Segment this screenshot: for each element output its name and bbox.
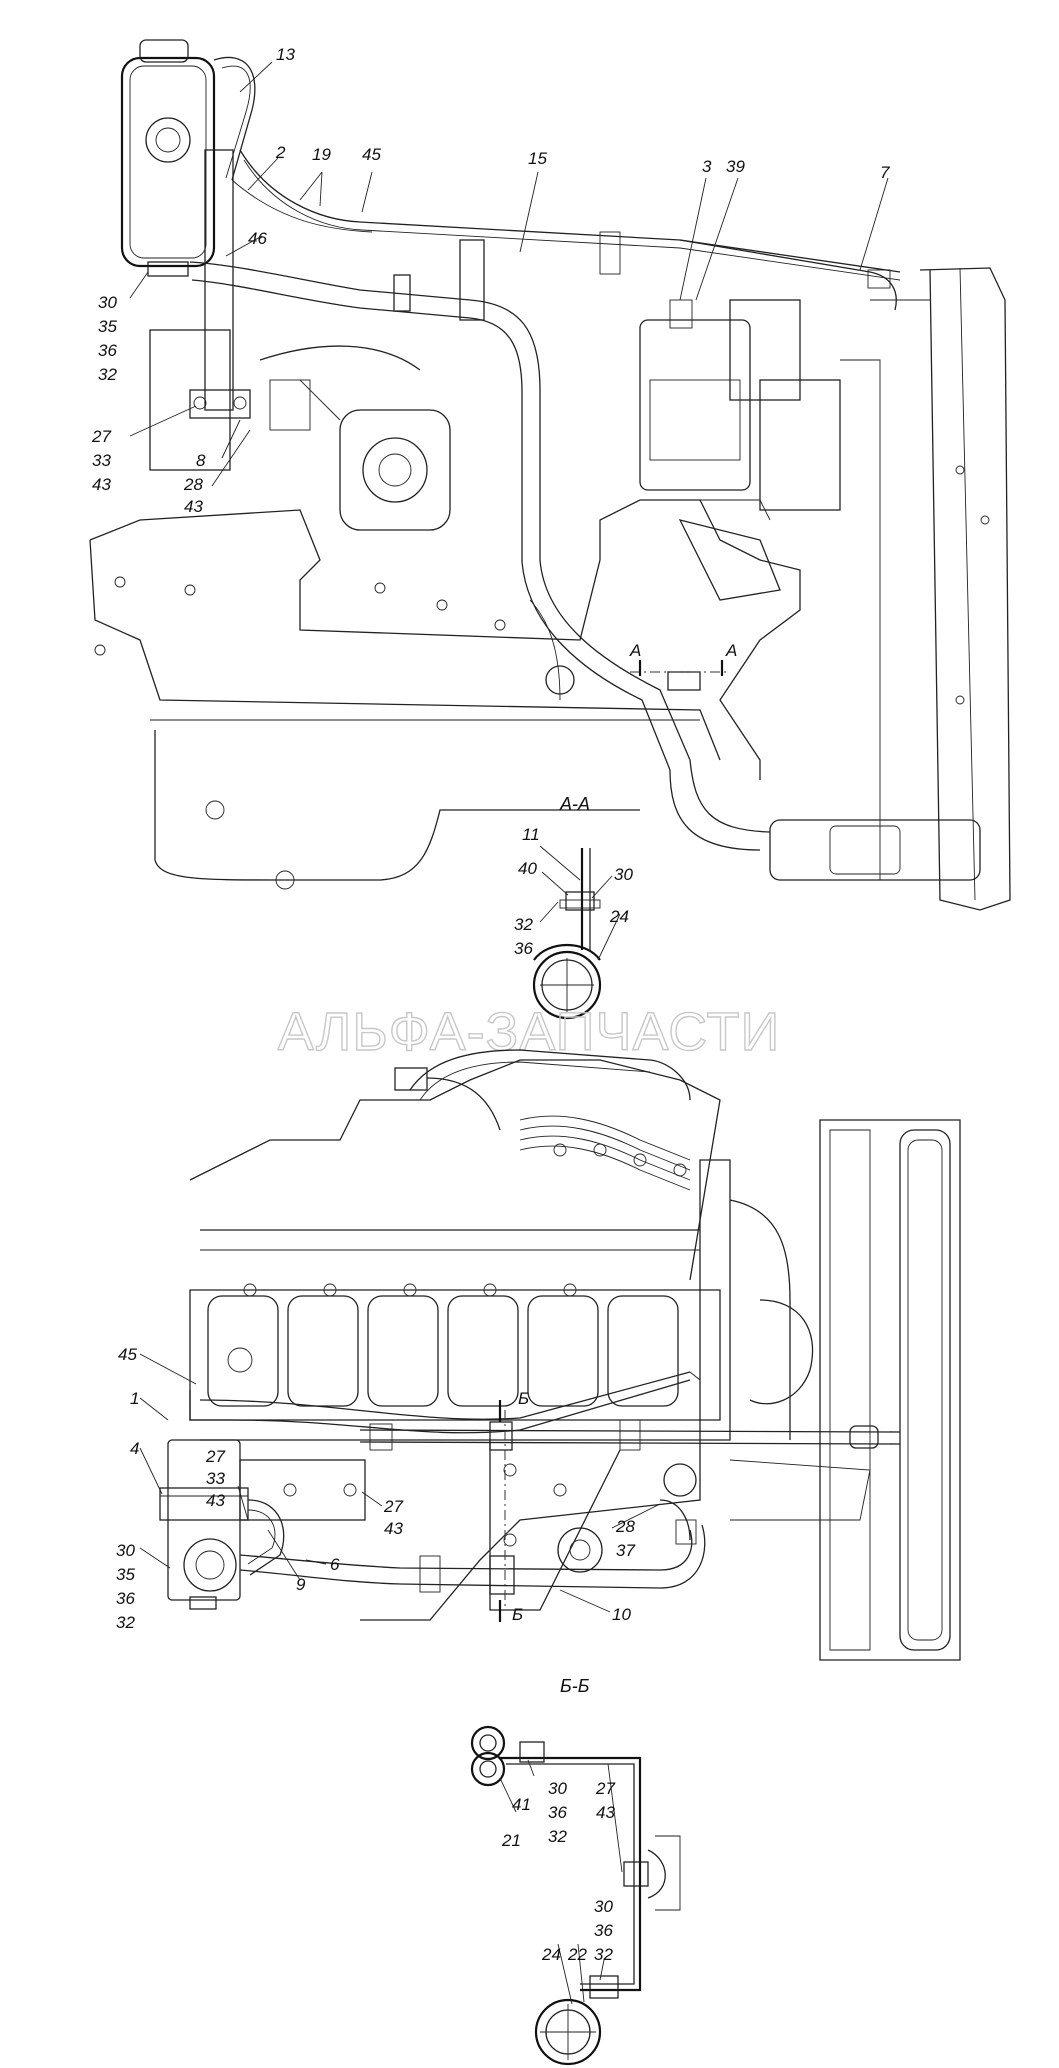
callout-35-top: 35: [98, 317, 117, 336]
cut-mark-b-top: Б: [518, 1389, 529, 1408]
cylinder-head: [189, 1049, 721, 1281]
callout-9: 9: [296, 1575, 306, 1594]
callout-27-side-b: 27: [383, 1497, 403, 1516]
top-view-leaders: [129, 61, 889, 487]
section-bb: [470, 1725, 681, 2066]
callout-33-top: 33: [92, 451, 111, 470]
callout-40: 40: [518, 859, 537, 878]
callout-32-aa: 32: [514, 915, 533, 934]
callout-43-top-b: 43: [184, 497, 203, 516]
callout-36-side: 36: [116, 1589, 135, 1608]
front-components: [639, 299, 841, 601]
callout-19: 19: [312, 145, 331, 164]
callout-28-side: 28: [615, 1517, 635, 1536]
callout-22-bb: 22: [567, 1945, 587, 1964]
watermark: АЛЬФА-ЗАПЧАСТИ: [278, 1002, 781, 1062]
callout-30-side: 30: [116, 1541, 135, 1560]
section-aa-title: А-А: [559, 794, 590, 814]
expansion-tank-side: [159, 1439, 285, 1610]
section-bb-title: Б-Б: [560, 1676, 590, 1696]
callout-30-bb-a: 30: [548, 1779, 567, 1798]
callout-37-side: 37: [616, 1541, 635, 1560]
callout-30-top: 30: [98, 293, 117, 312]
callout-45-side: 45: [118, 1345, 137, 1364]
callout-36-bb-b: 36: [594, 1921, 613, 1940]
callout-4: 4: [130, 1439, 139, 1458]
callout-1: 1: [130, 1389, 139, 1408]
callout-3: 3: [702, 157, 712, 176]
callout-2: 2: [275, 143, 286, 162]
section-aa: [532, 848, 602, 1020]
front-cover: [699, 1119, 961, 1661]
cylinder-block: [189, 1283, 721, 1421]
section-aa-leaders: [539, 845, 621, 961]
callout-36-bb-a: 36: [548, 1803, 567, 1822]
callout-43-top-a: 43: [92, 475, 111, 494]
cut-mark-b-bottom: Б: [512, 1605, 523, 1624]
callout-43-side-a: 43: [206, 1491, 225, 1510]
callout-15: 15: [528, 149, 547, 168]
turbo-area: [259, 345, 451, 531]
callout-32-bb-b: 32: [594, 1945, 613, 1964]
callout-32-top: 32: [98, 365, 117, 384]
callout-35-side: 35: [116, 1565, 135, 1584]
side-view-engine: [159, 1049, 961, 1661]
callout-28-top: 28: [183, 475, 203, 494]
callout-41: 41: [512, 1795, 531, 1814]
callout-32-side: 32: [116, 1613, 135, 1632]
callout-27-bb: 27: [595, 1779, 615, 1798]
section-bb-leaders: [499, 1759, 623, 2005]
callout-46: 46: [248, 229, 267, 248]
callout-7: 7: [880, 163, 890, 182]
callout-32-bb-a: 32: [548, 1827, 567, 1846]
callout-21: 21: [501, 1831, 521, 1850]
callout-6: 6: [330, 1555, 340, 1574]
callout-24-bb: 24: [541, 1945, 561, 1964]
callout-36-aa: 36: [514, 939, 533, 958]
callout-10: 10: [612, 1605, 631, 1624]
side-view-leaders: [139, 1353, 661, 1613]
expansion-tank: [120, 39, 216, 277]
callout-45: 45: [362, 145, 381, 164]
callout-27-top: 27: [91, 427, 111, 446]
tank-bracket: [149, 149, 251, 471]
engine-block-top: [89, 499, 801, 890]
callout-11: 11: [522, 825, 540, 844]
callout-30-bb-b: 30: [594, 1897, 613, 1916]
callout-39: 39: [726, 157, 745, 176]
radiator: [840, 267, 1011, 911]
cut-mark-a-right: А: [725, 641, 737, 660]
callout-36-top: 36: [98, 341, 117, 360]
callout-13: 13: [276, 45, 295, 64]
top-view-engine: [89, 39, 1011, 911]
callout-43-side-b: 43: [384, 1519, 403, 1538]
callout-27-side-a: 27: [205, 1447, 225, 1466]
callout-33-side: 33: [206, 1469, 225, 1488]
callout-8: 8: [196, 451, 206, 470]
side-bracket: [239, 1440, 621, 1611]
cut-mark-a-left: А: [629, 641, 641, 660]
callout-24-aa: 24: [609, 907, 629, 926]
callout-43-bb: 43: [596, 1803, 615, 1822]
callout-30-aa: 30: [614, 865, 633, 884]
